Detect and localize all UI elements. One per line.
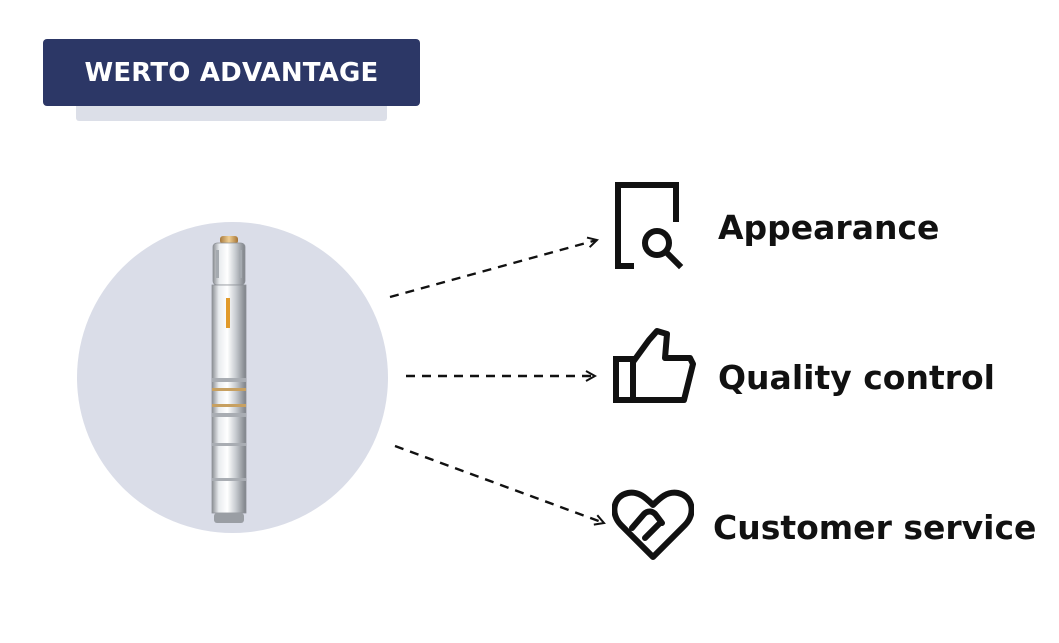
feature-label-quality-control: Quality control (718, 358, 995, 397)
document-search-icon (615, 182, 684, 270)
thumbs-up-icon (613, 328, 696, 403)
feature-label-appearance: Appearance (718, 208, 940, 247)
arrow-to-appearance (389, 240, 597, 299)
heart-handshake-icon (612, 489, 694, 560)
arrow-to-customer-service (394, 444, 604, 523)
page-title: WERTO ADVANTAGE (43, 39, 420, 106)
feature-label-customer-service: Customer service (713, 508, 1037, 547)
submersible-pump-image (211, 236, 247, 523)
